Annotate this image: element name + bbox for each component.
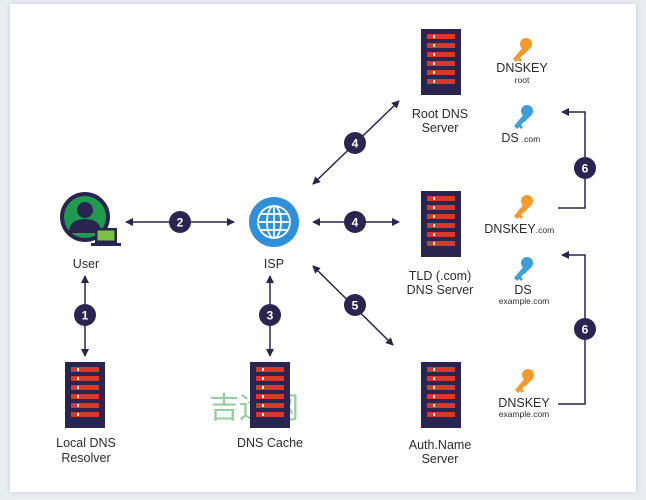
root-dnskey-sub: root: [515, 75, 530, 85]
root-dnskey-key-icon: [513, 38, 532, 62]
local-resolver-server-icon: [65, 362, 105, 428]
svg-text:6: 6: [582, 323, 589, 337]
svg-text:5: 5: [352, 299, 359, 313]
dns-cache-label: DNS Cache: [237, 436, 303, 450]
svg-text:3: 3: [267, 309, 274, 323]
step-badge-6-lower: 6: [574, 318, 596, 340]
auth-dnskey-key-icon: [515, 369, 534, 393]
tld-ds-sub: example.com: [499, 296, 550, 306]
auth-name-server-icon: [421, 362, 461, 428]
svg-text:4: 4: [352, 216, 359, 230]
diagram-svg: 吉运网 1 2 3 4 4 5 6 6: [56, 29, 596, 466]
root-ds-sub: .com: [522, 134, 540, 144]
step-badge-2: 2: [169, 211, 191, 233]
root-dns-label-1: Root DNS: [412, 107, 468, 121]
isp-label: ISP: [264, 257, 284, 271]
user-icon: [60, 192, 121, 246]
tld-dns-label-2: DNS Server: [407, 283, 474, 297]
local-resolver-label-1: Local DNS: [56, 436, 116, 450]
svg-text:6: 6: [582, 162, 589, 176]
arrows: [81, 100, 586, 405]
tld-dnskey-key-icon: [514, 195, 533, 219]
root-ds-title: DS: [501, 131, 518, 145]
root-dnskey-title: DNSKEY: [496, 61, 548, 75]
auth-dnskey-sub: example.com: [499, 409, 550, 419]
tld-dnskey-sub: .com: [536, 225, 554, 235]
auth-name-label-1: Auth.Name: [409, 438, 472, 452]
auth-name-label-2: Server: [422, 452, 459, 466]
root-dns-label-2: Server: [422, 121, 459, 135]
dns-diagram-canvas: 吉运网 1 2 3 4 4 5 6 6: [10, 4, 636, 492]
isp-globe-icon: [249, 197, 299, 247]
svg-text:1: 1: [82, 309, 89, 323]
step-badge-3: 3: [259, 304, 281, 326]
tld-ds-title: DS: [514, 283, 531, 297]
auth-dnskey-title: DNSKEY: [498, 396, 550, 410]
tld-dns-label-1: TLD (.com): [409, 269, 472, 283]
step-badge-6-upper: 6: [574, 157, 596, 179]
user-label: User: [73, 257, 99, 271]
tld-dnskey-title: DNSKEY: [484, 222, 536, 236]
step-badge-4-root: 4: [344, 132, 366, 154]
step-badge-1: 1: [74, 304, 96, 326]
root-ds-key-icon: [514, 105, 533, 129]
tld-dns-server-icon: [421, 191, 461, 257]
svg-text:4: 4: [352, 137, 359, 151]
local-resolver-label-2: Resolver: [61, 451, 110, 465]
svg-text:2: 2: [177, 216, 184, 230]
step-badge-4-tld: 4: [344, 211, 366, 233]
tld-ds-key-icon: [514, 257, 533, 281]
step-badge-5: 5: [344, 294, 366, 316]
root-dns-server-icon: [421, 29, 461, 95]
dns-cache-server-icon: [250, 362, 290, 428]
